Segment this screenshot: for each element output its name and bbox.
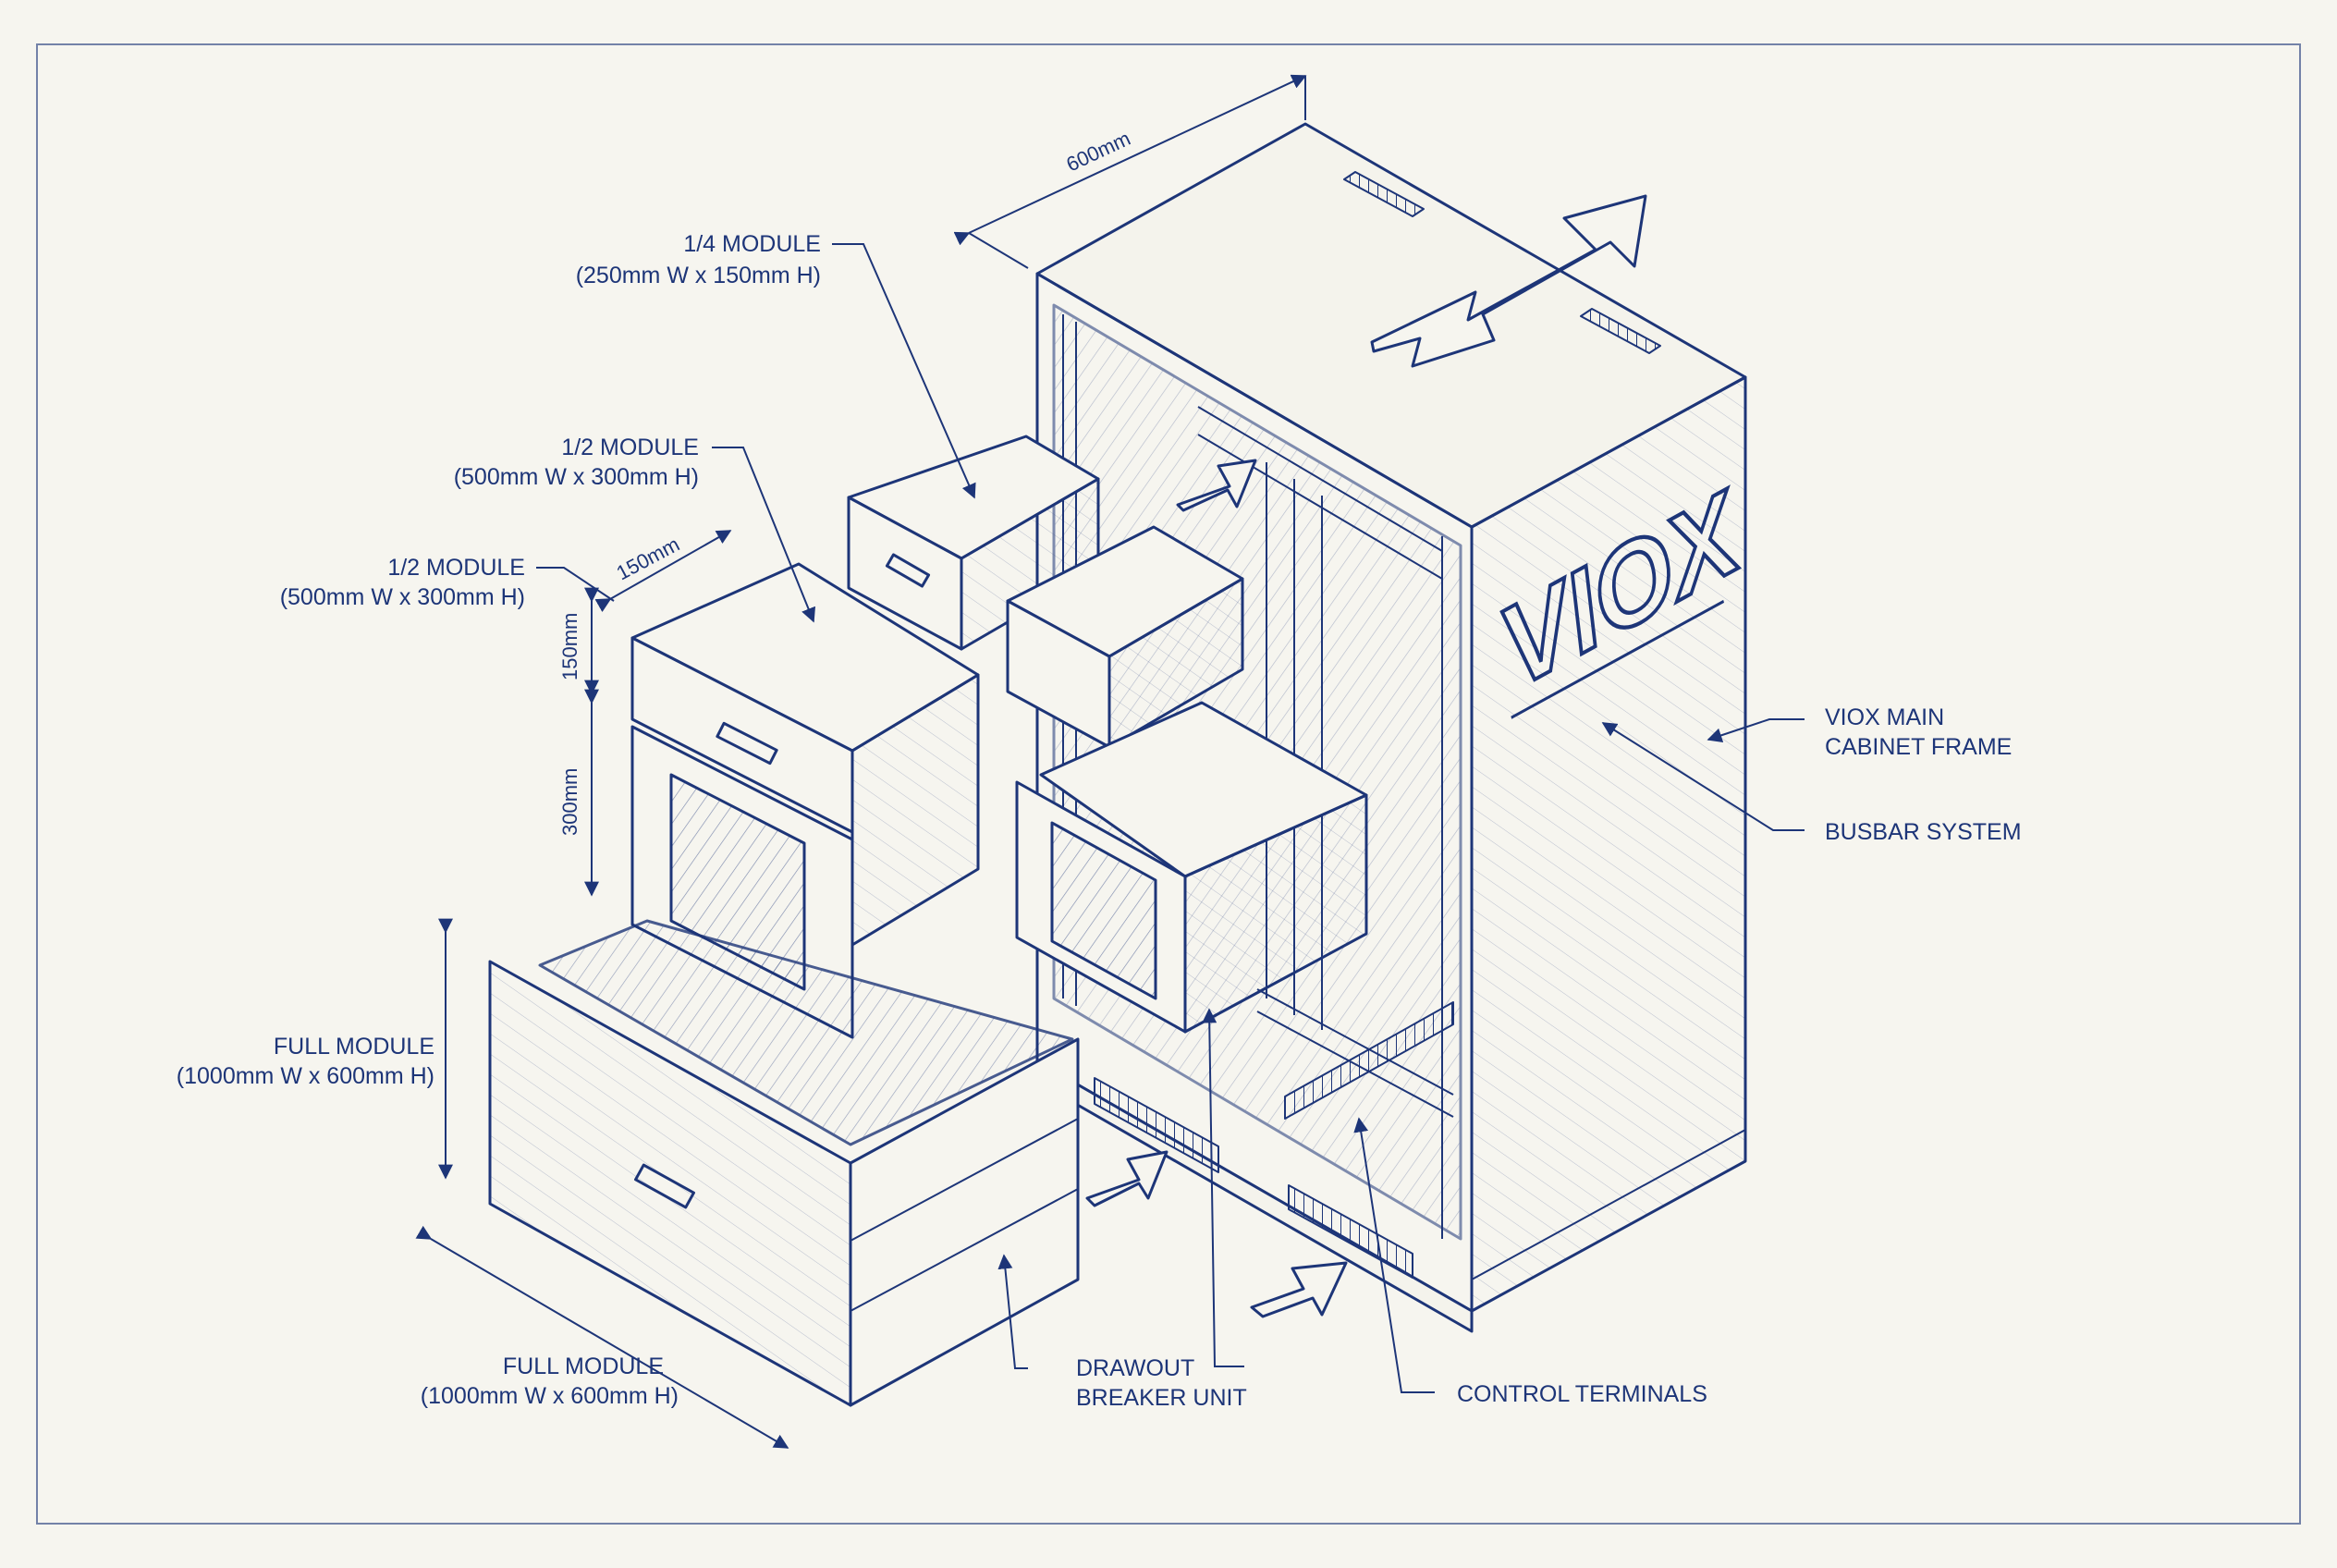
insert-arrow-upper — [1176, 459, 1257, 512]
cabinet-side-plinth — [1471, 1129, 1746, 1312]
label-busbar-system: BUSBAR SYSTEM — [1825, 819, 2022, 845]
leader-half-module-upper — [712, 447, 816, 623]
base-vent-right — [1288, 1184, 1413, 1279]
dim-label-150-side: 150mm — [558, 613, 581, 680]
leader-quarter-module — [832, 243, 976, 499]
label-quarter-module-title: 1/4 MODULE — [683, 231, 821, 257]
leader-half-module-lower — [536, 567, 615, 602]
label-control-terminals: CONTROL TERMINALS — [1457, 1381, 1707, 1407]
leader-full-module-lower — [997, 1254, 1028, 1369]
dimension-lines — [415, 74, 1307, 1449]
half-module-drawer — [630, 562, 980, 1039]
leader-lines — [536, 243, 1805, 1393]
bottom-rail-b — [1256, 1011, 1454, 1118]
label-drawout-line1: DRAWOUT — [1076, 1355, 1194, 1381]
half-module-side — [850, 673, 980, 947]
sheet-border — [36, 43, 2301, 1525]
dim-label-300: 300mm — [558, 768, 581, 836]
label-quarter-module-size: (250mm W x 150mm H) — [576, 263, 821, 288]
label-full-module-upper-title: FULL MODULE — [274, 1034, 434, 1060]
label-half-module-upper-title: 1/2 MODULE — [561, 435, 699, 460]
label-drawout-line2: BREAKER UNIT — [1076, 1385, 1247, 1411]
label-full-module-upper-size: (1000mm W x 600mm H) — [177, 1063, 434, 1089]
control-terminal-strip — [1284, 1001, 1454, 1120]
breaker-control-face — [1050, 821, 1157, 1000]
full-module-inside-floor — [538, 919, 1074, 1146]
full-module-side-rail-b — [850, 1188, 1079, 1312]
slide-direction-arrow — [1370, 194, 1647, 368]
top-vent-b — [1580, 308, 1661, 354]
label-full-module-lower-title: FULL MODULE — [503, 1354, 664, 1379]
insert-arrows — [1085, 459, 1348, 1318]
quarter-module-handle — [885, 553, 931, 588]
quarter-module-drawer-2 — [1006, 525, 1244, 749]
label-half-module-lower-title: 1/2 MODULE — [387, 555, 525, 581]
leader-busbar — [1601, 722, 1805, 831]
bottom-rail-a — [1256, 988, 1454, 1096]
half-module-handle — [716, 721, 778, 766]
dim-line-150-top — [594, 530, 732, 613]
leader-control-terminals — [1353, 1117, 1435, 1393]
busbar-rail-top — [1197, 406, 1443, 552]
label-main-frame-line1: VIOX MAIN — [1825, 704, 1944, 730]
label-half-module-lower-size: (500mm W x 300mm H) — [280, 584, 525, 610]
leader-main-frame — [1707, 718, 1805, 743]
dim-line-full-width — [415, 1225, 789, 1449]
label-full-module-lower-size: (1000mm W x 600mm H) — [421, 1383, 679, 1409]
insert-arrow-middle — [1085, 1150, 1168, 1207]
label-half-module-upper-size: (500mm W x 300mm H) — [454, 464, 699, 490]
dim-line-600 — [953, 74, 1307, 246]
quarter-module-2-side — [1107, 577, 1244, 749]
label-main-frame-line2: CABINET FRAME — [1825, 734, 2012, 760]
top-vent-a — [1343, 171, 1425, 217]
leader-drawout — [1202, 1008, 1244, 1367]
insert-arrow-bottom — [1250, 1261, 1348, 1318]
busbar-rail-lower — [1197, 434, 1443, 580]
full-module-side-rail-a — [850, 1118, 1079, 1242]
base-vent-left — [1094, 1077, 1219, 1173]
dim-ext-600-a — [968, 232, 1029, 269]
drawout-breaker-unit — [1015, 701, 1368, 1034]
breaker-side — [1183, 793, 1368, 1034]
